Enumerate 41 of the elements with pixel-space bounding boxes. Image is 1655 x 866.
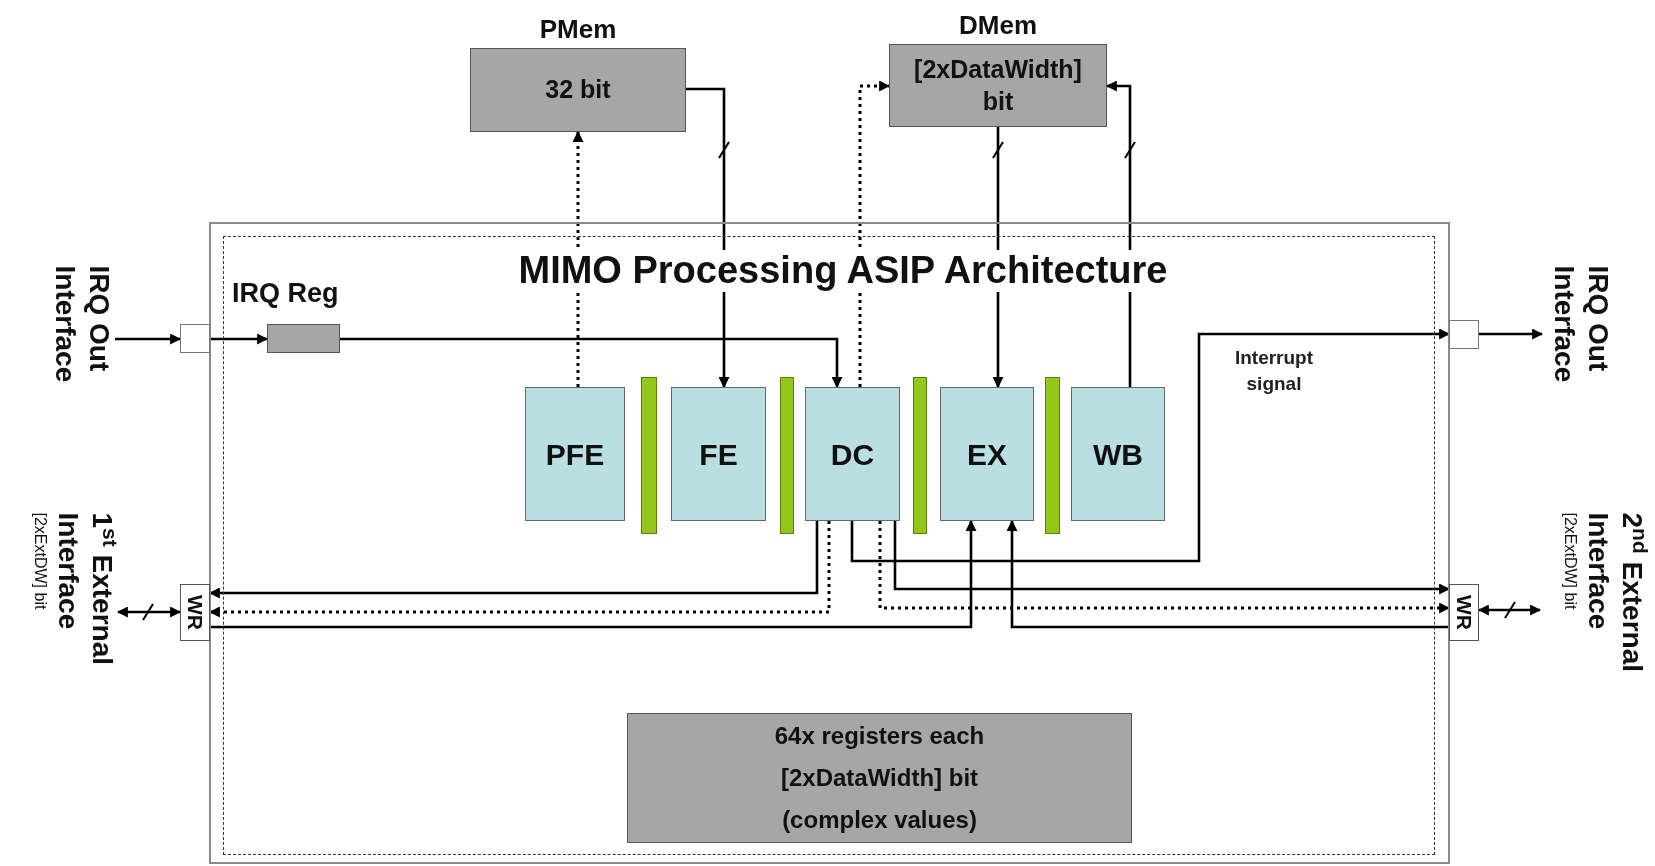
memory-box: 32 bit [470, 48, 686, 132]
bus-width-label: [2xExtDW] bit [1559, 512, 1579, 609]
dotted-arrow [858, 80, 891, 387]
pipeline-stage-box: PFE [525, 387, 625, 521]
arrow [893, 521, 1451, 595]
arrow [686, 87, 730, 389]
dotted-arrow [572, 130, 584, 387]
dotted-arrow [208, 521, 831, 618]
arrow [210, 519, 977, 629]
pipeline-register-bar [780, 377, 794, 534]
arrow [1006, 519, 1449, 629]
arrow [1479, 328, 1544, 340]
pipeline-register-bar [913, 377, 927, 534]
arrow [1477, 604, 1542, 616]
register-label: IRQ Reg [232, 278, 339, 308]
arrow [208, 521, 819, 599]
arrow [340, 337, 843, 389]
arrow [115, 333, 182, 345]
register-box [267, 324, 340, 353]
port-box: WR [1449, 584, 1479, 641]
arrow [116, 606, 182, 618]
dotted-arrow [878, 521, 1451, 614]
pipeline-stage-box: FE [671, 387, 766, 521]
register-file-box: 64x registers each [2xDataWidth] bit (complex values) [627, 713, 1132, 843]
bus-width-label: [2xExtDW] bit [29, 512, 49, 609]
memory-box: [2xDataWidth] bit [889, 44, 1107, 127]
port-box: WR [180, 584, 210, 641]
pipeline-stage-box: EX [940, 387, 1034, 521]
box-heading: MIMO Processing ASIP Architecture [518, 249, 1168, 291]
port-box [180, 324, 210, 353]
pipeline-register-bar [1045, 377, 1060, 534]
arrow [850, 328, 1451, 563]
memory-label: DMem [959, 12, 1037, 38]
pipeline-stage-box: WB [1071, 387, 1165, 521]
interface-label: IRQ Out Interface [1547, 265, 1614, 384]
pipeline-stage-box: DC [805, 387, 900, 521]
port-box [1449, 320, 1479, 349]
pipeline-register-bar [641, 377, 657, 534]
interface-label: IRQ Out Interface [48, 265, 115, 384]
arrow [210, 333, 269, 345]
memory-label: PMem [539, 16, 617, 42]
